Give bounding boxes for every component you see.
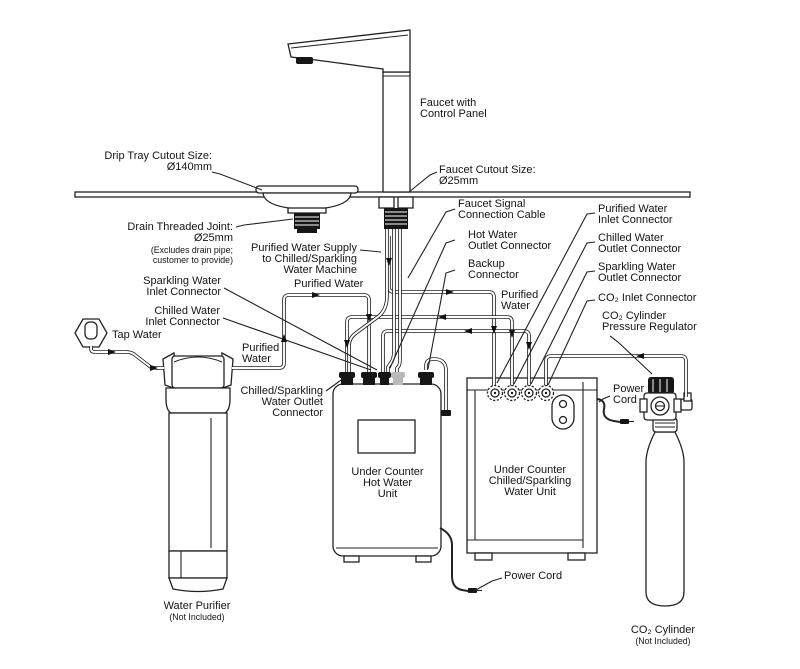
- faucet-spout-nozzle: [296, 57, 313, 64]
- co2-pipe: [544, 354, 688, 397]
- label-co2-cylinder: CO₂ Cylinder: [630, 624, 696, 636]
- label-sparkling-water-inlet: Sparkling Water Inlet Connector: [143, 275, 221, 298]
- label-faucet-cutout: Faucet Cutout Size: Ø25mm: [439, 164, 536, 187]
- faucet-tube-bundle: [347, 229, 402, 372]
- co2-cylinder: [645, 417, 685, 607]
- chilled-unit-connectors: [486, 384, 555, 402]
- faucet-mount-nut: [397, 196, 414, 209]
- sparkling-water-pipe: [381, 329, 531, 386]
- tap-water-pipe: [89, 346, 164, 370]
- label-co2-cylinder-note: (Not Included): [635, 636, 691, 646]
- label-hot-water-unit: Under Counter Hot Water Unit: [351, 466, 424, 500]
- drip-tray: [255, 185, 359, 233]
- label-drip-tray-cutout: Drip Tray Cutout Size: Ø140mm: [104, 150, 212, 173]
- water-purifier: [162, 351, 234, 593]
- label-tap-water: Tap Water: [112, 329, 162, 341]
- label-water-purifier-note: (Not Included): [169, 612, 225, 622]
- label-chilled-water-inlet: Chilled Water Inlet Connector: [145, 305, 220, 328]
- purified-water-pipe: [232, 293, 371, 372]
- label-chilled-water-outlet: Chilled Water Outlet Connector: [598, 232, 682, 255]
- faucet-signal-connector: [391, 372, 405, 385]
- backup-connector: [418, 372, 434, 385]
- label-sparkling-water-outlet: Sparkling Water Outlet Connector: [598, 261, 682, 284]
- label-purified-water-left: Purified Water: [242, 342, 280, 365]
- label-water-purifier: Water Purifier: [163, 600, 231, 612]
- drain-flange: [287, 207, 327, 214]
- sparkling-water-outlet-connector: [520, 384, 538, 402]
- label-faucet-signal-cable: Faucet Signal Connection Cable: [458, 198, 546, 221]
- flow-arrows: [108, 258, 644, 371]
- label-co2-pressure-regulator: CO₂ Cylinder Pressure Regulator: [602, 310, 697, 333]
- hot-unit-display: [357, 419, 416, 454]
- label-purified-water-supply: Purified Water Supply to Chilled/Sparkli…: [251, 242, 357, 276]
- hot-water-outlet-connector: [378, 372, 391, 385]
- faucet-mount-nut: [378, 196, 395, 209]
- purified-water-connector: [361, 372, 377, 385]
- faucet-threaded-shank: [384, 208, 408, 229]
- label-faucet-with-control-panel: Faucet with Control Panel: [420, 97, 487, 120]
- chilled-sparkling-water-outlet-connector: [339, 372, 355, 385]
- co2-pressure-regulator: [639, 377, 693, 421]
- backup-connector-tube: [424, 357, 451, 416]
- leader-lines: [211, 171, 653, 592]
- label-purified-water-inlet: Purified Water Inlet Connector: [598, 203, 673, 226]
- label-chilled-sparkling-unit: Under Counter Chilled/Sparkling Water Un…: [488, 464, 572, 498]
- label-chilled-sparkling-outlet: Chilled/Sparkling Water Outlet Connector: [240, 385, 323, 419]
- hot-unit-power-cord: [439, 527, 469, 592]
- co2-inlet-connector: [537, 384, 555, 402]
- label-drain-joint-note: (Excludes drain pipe; customer to provid…: [150, 245, 233, 265]
- under-counter-chilled-sparkling-unit: [466, 377, 598, 561]
- pipes: [89, 229, 688, 416]
- under-counter-hot-water-unit: [332, 383, 442, 563]
- label-backup-connector: Backup Connector: [468, 258, 519, 281]
- chilled-water-outlet-connector: [503, 384, 521, 402]
- label-power-cord-chilled: Power Cord: [613, 383, 645, 406]
- label-co2-inlet: CO₂ Inlet Connector: [598, 292, 697, 304]
- label-power-cord-hot: Power Cord: [504, 570, 563, 582]
- hot-unit-connectors: [339, 372, 434, 385]
- label-hot-water-outlet: Hot Water Outlet Connector: [468, 229, 552, 252]
- faucet: [287, 29, 414, 229]
- chilled-water-pipe: [345, 315, 514, 386]
- purified-supply-pipe: [387, 236, 496, 386]
- tap-water-valve: [74, 318, 108, 348]
- counter-top: [74, 191, 691, 198]
- purified-water-inlet-connector: [486, 384, 504, 402]
- chilled-unit-indicator-panel: [551, 394, 575, 430]
- label-drain-threaded-joint: Drain Threaded Joint: Ø25mm: [127, 221, 233, 244]
- label-purified-water-top: Purified Water: [294, 278, 364, 290]
- label-purified-water-right: Purified Water: [501, 289, 539, 312]
